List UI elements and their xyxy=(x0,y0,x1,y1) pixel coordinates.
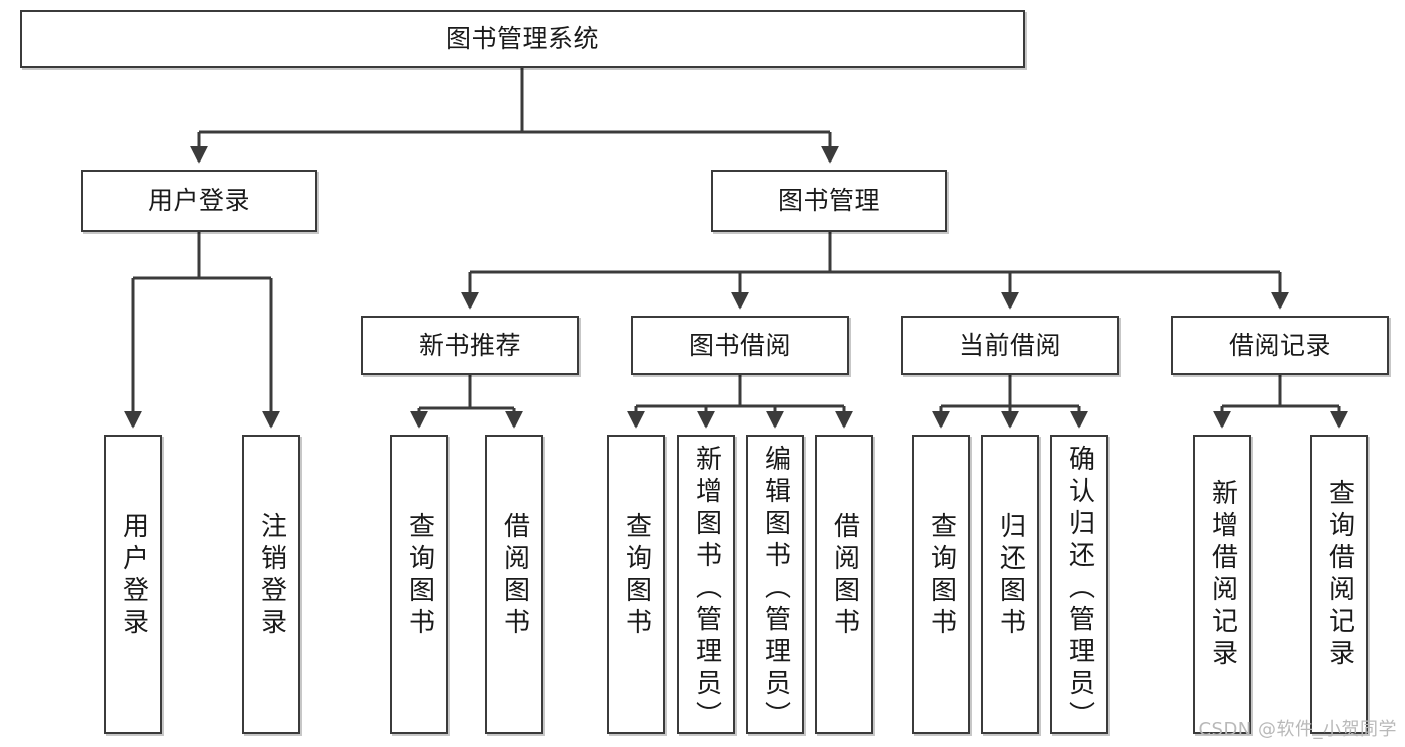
leaf-query-book-1-label: 查询图书 xyxy=(404,512,435,640)
node-book-borrow-label: 图书借阅 xyxy=(688,330,791,360)
leaf-confirm-return[interactable]: 确认归还（管理员） xyxy=(1050,435,1108,734)
node-new-book-recommend[interactable]: 新书推荐 xyxy=(361,316,579,375)
node-current-borrow[interactable]: 当前借阅 xyxy=(901,316,1119,375)
node-root-label: 图书管理系统 xyxy=(445,24,599,54)
leaf-add-book-label: 新增图书（管理员） xyxy=(691,445,722,733)
leaf-return-book[interactable]: 归还图书 xyxy=(981,435,1039,734)
leaf-add-book[interactable]: 新增图书（管理员） xyxy=(677,435,735,734)
leaf-query-book-3-label: 查询图书 xyxy=(926,512,957,640)
leaf-user-logout[interactable]: 注销登录 xyxy=(242,435,300,734)
leaf-confirm-return-label: 确认归还（管理员） xyxy=(1064,445,1095,733)
node-book-manage[interactable]: 图书管理 xyxy=(711,170,947,232)
leaf-edit-book[interactable]: 编辑图书（管理员） xyxy=(746,435,804,734)
node-root[interactable]: 图书管理系统 xyxy=(20,10,1025,68)
watermark: CSDN @软件_小贺同学 xyxy=(1198,719,1397,740)
node-user-login-label: 用户登录 xyxy=(147,186,250,216)
leaf-borrow-book-1-label: 借阅图书 xyxy=(499,512,530,640)
leaf-user-login[interactable]: 用户登录 xyxy=(104,435,162,734)
leaf-add-record[interactable]: 新增借阅记录 xyxy=(1193,435,1251,734)
leaf-return-book-label: 归还图书 xyxy=(995,512,1026,640)
leaf-query-record[interactable]: 查询借阅记录 xyxy=(1310,435,1368,734)
leaf-borrow-book-2-label: 借阅图书 xyxy=(829,512,860,640)
leaf-borrow-book-1[interactable]: 借阅图书 xyxy=(485,435,543,734)
node-new-book-recommend-label: 新书推荐 xyxy=(418,330,521,360)
leaf-query-book-2[interactable]: 查询图书 xyxy=(607,435,665,734)
leaf-query-record-label: 查询借阅记录 xyxy=(1324,479,1355,671)
leaf-query-book-2-label: 查询图书 xyxy=(621,512,652,640)
leaf-query-book-1[interactable]: 查询图书 xyxy=(390,435,448,734)
leaf-user-logout-label: 注销登录 xyxy=(256,512,287,640)
leaf-query-book-3[interactable]: 查询图书 xyxy=(912,435,970,734)
leaf-add-record-label: 新增借阅记录 xyxy=(1207,479,1238,671)
node-book-borrow[interactable]: 图书借阅 xyxy=(631,316,849,375)
node-book-manage-label: 图书管理 xyxy=(777,186,880,216)
leaf-user-login-label: 用户登录 xyxy=(118,512,149,640)
leaf-borrow-book-2[interactable]: 借阅图书 xyxy=(815,435,873,734)
node-user-login[interactable]: 用户登录 xyxy=(81,170,317,232)
node-current-borrow-label: 当前借阅 xyxy=(958,330,1061,360)
leaf-edit-book-label: 编辑图书（管理员） xyxy=(760,445,791,733)
node-borrow-record-label: 借阅记录 xyxy=(1228,330,1331,360)
node-borrow-record[interactable]: 借阅记录 xyxy=(1171,316,1389,375)
